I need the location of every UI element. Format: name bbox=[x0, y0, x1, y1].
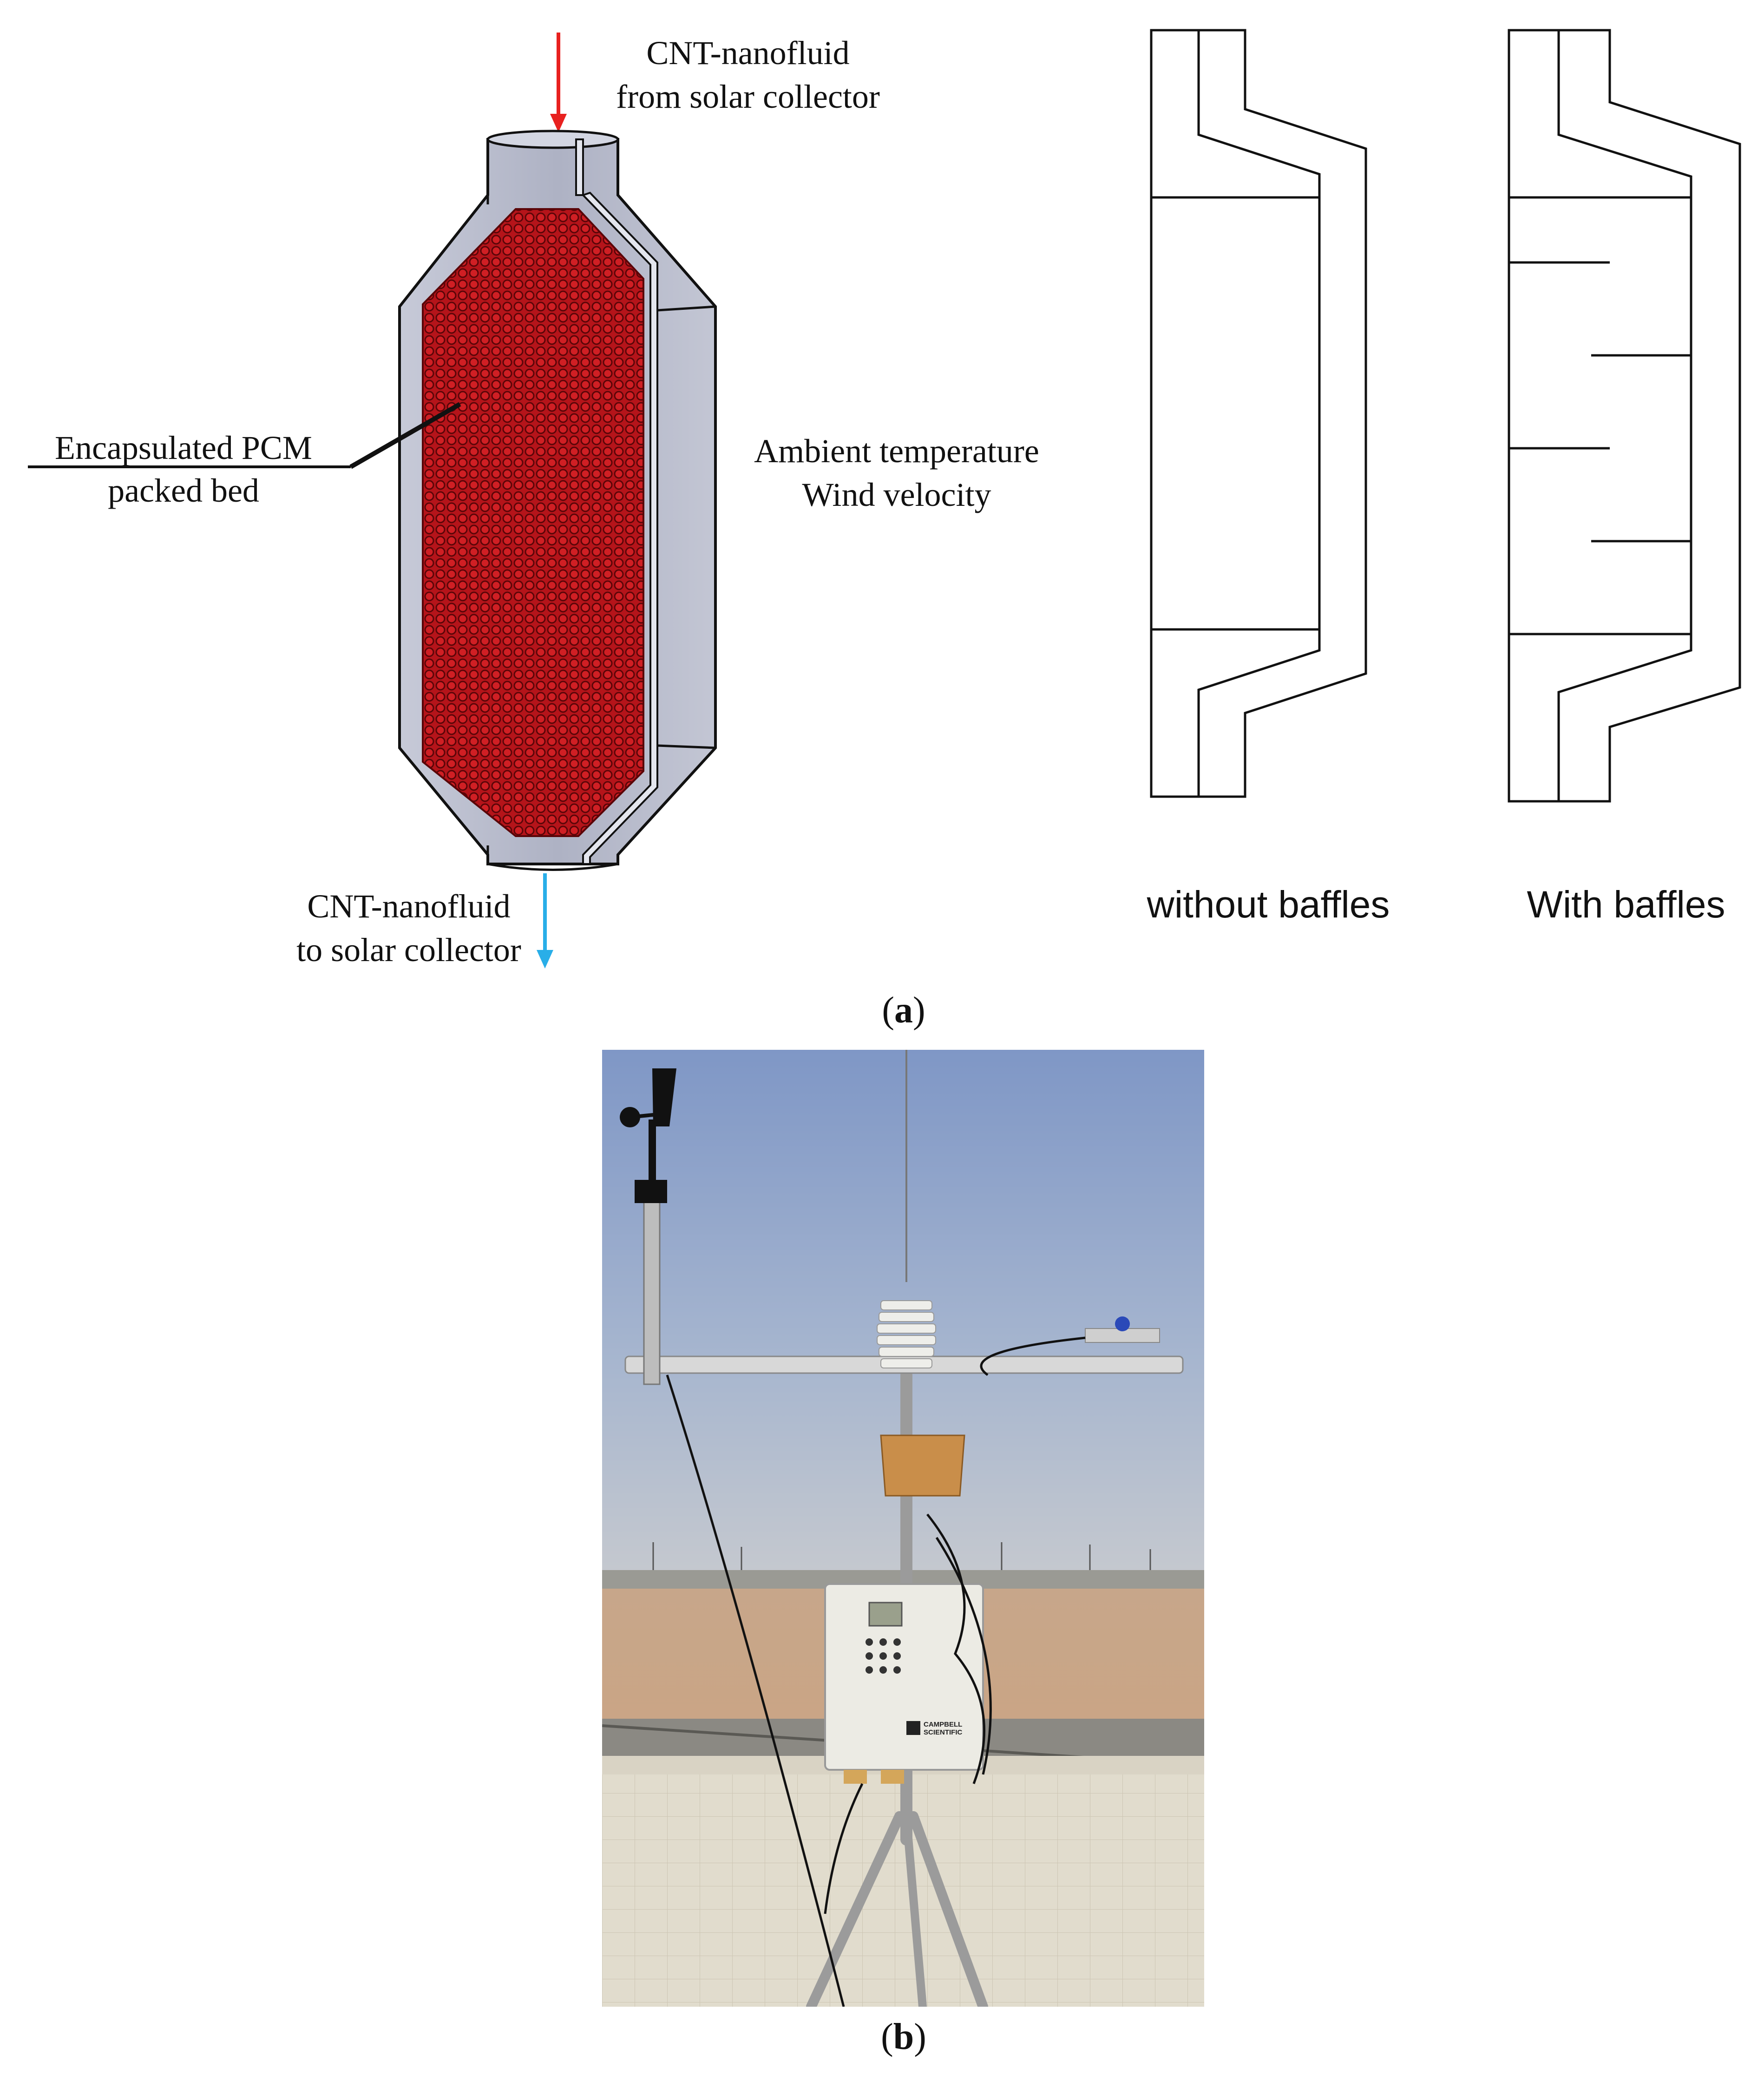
distant-pylons bbox=[652, 1542, 1151, 1570]
inlet-arrow bbox=[550, 33, 567, 132]
panel-b-letter: (b) bbox=[881, 2016, 926, 2057]
weather-station-photo: CAMPBELL SCIENTIFIC bbox=[602, 1050, 1204, 2007]
inlet-label: CNT-nanofluid from solar collector bbox=[616, 34, 880, 115]
outlet-label: CNT-nanofluid to solar collector bbox=[296, 888, 521, 969]
rain-gauge bbox=[880, 1434, 965, 1497]
panel-a-diagram bbox=[28, 29, 1741, 969]
outlet-arrow bbox=[537, 873, 553, 969]
panel-a-letter: (a) bbox=[882, 990, 925, 1031]
radiation-shield bbox=[877, 1300, 936, 1368]
wind-sensor bbox=[620, 1068, 676, 1385]
data-logger-enclosure: CAMPBELL SCIENTIFIC bbox=[824, 1583, 984, 1784]
pyranometer bbox=[1085, 1316, 1160, 1343]
logger-brand-line1: CAMPBELL bbox=[924, 1721, 962, 1728]
logger-brand-line2: SCIENTIFIC bbox=[924, 1728, 963, 1736]
caption-without-baffles: without baffles bbox=[1147, 884, 1390, 926]
tank-outline-without-baffles bbox=[1150, 29, 1367, 798]
ambient-label: Ambient temperature Wind velocity bbox=[754, 432, 1039, 513]
weather-station-illustration: CAMPBELL SCIENTIFIC bbox=[602, 1050, 1204, 2007]
pcm-leader-line bbox=[28, 402, 461, 469]
cables bbox=[666, 1336, 1086, 2007]
caption-with-baffles: With baffles bbox=[1527, 884, 1725, 926]
tank-outline-with-baffles bbox=[1508, 29, 1741, 803]
pcm-packed-bed bbox=[422, 208, 644, 837]
